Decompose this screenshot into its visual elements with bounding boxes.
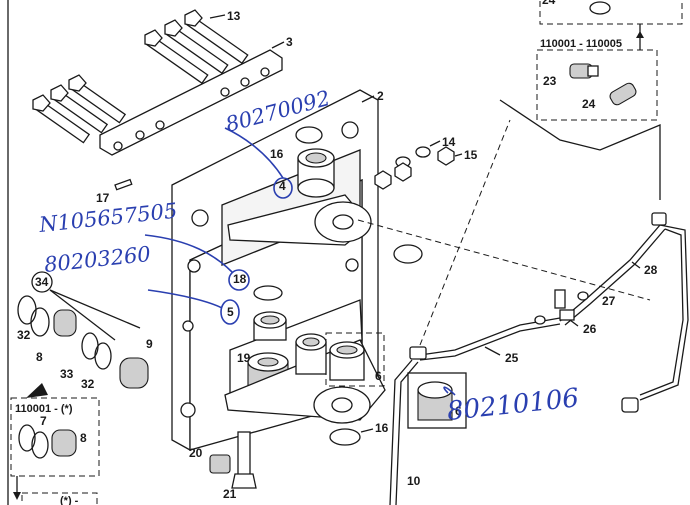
lower-yoke: [224, 333, 386, 424]
callout-8-inset: 8: [80, 431, 87, 445]
callout-20: 20: [189, 446, 203, 460]
callout-13: 13: [227, 9, 241, 23]
range-label-bottom-left: (*) -: [60, 495, 79, 505]
bushing-group-box: [325, 332, 385, 387]
o-ring-bottom: [329, 428, 361, 446]
callout-19: 19: [237, 351, 251, 365]
callout-26: 26: [583, 322, 597, 336]
callout-21: 21: [223, 487, 237, 501]
lower-bolts: [32, 74, 127, 144]
left-inset-box: [10, 397, 100, 477]
callout-34: 34: [35, 275, 49, 289]
pipe-10: [389, 359, 413, 505]
hydraulic-lines: [357, 119, 689, 413]
washers-and-nuts: [374, 146, 455, 190]
callout-2: 2: [377, 89, 384, 103]
callout-28: 28: [644, 263, 658, 277]
lower-bolt-21: [209, 431, 257, 489]
pin-17-shape: [114, 178, 133, 191]
callout-25: 25: [505, 351, 519, 365]
range-label-left-inset: 110001 - (*): [15, 403, 73, 415]
callout-27: 27: [602, 294, 616, 308]
callout-8: 8: [36, 350, 43, 364]
upper-bolts: [144, 9, 249, 85]
callout-16: 16: [270, 147, 284, 161]
callout-7: 7: [40, 414, 47, 428]
bushing-5-shape: [253, 311, 287, 341]
handwritten-marks: [144, 127, 456, 396]
callout-24-top: 24: [542, 0, 556, 7]
seal-kit: [17, 295, 149, 389]
callout-33: 33: [60, 367, 74, 381]
upper-pin-assembly: [227, 126, 372, 246]
bar-plate: [99, 49, 283, 156]
callout-32-second: 32: [81, 377, 95, 391]
seal-18-shape: [253, 285, 283, 301]
callout-14: 14: [442, 135, 456, 149]
inset-pointer: [26, 383, 48, 398]
callout-6: 6: [375, 369, 382, 383]
callout-5: 5: [227, 305, 234, 319]
callout-15: 15: [464, 148, 478, 162]
callout-32: 32: [17, 328, 31, 342]
callout-24: 24: [582, 97, 596, 111]
callout-17: 17: [96, 191, 110, 205]
bushing-6-alt: [417, 381, 453, 421]
callout-16-bottom: 16: [375, 421, 389, 435]
callout-23: 23: [543, 74, 557, 88]
left-inset-seals: [18, 424, 77, 459]
callout-3: 3: [286, 35, 293, 49]
bottom-left-box: [21, 492, 98, 505]
callout-circle-34: [31, 271, 53, 293]
callout-6-alt: 6: [455, 404, 462, 418]
callout-10: 10: [407, 474, 421, 488]
callout-9: 9: [146, 337, 153, 351]
callout-4: 4: [279, 179, 286, 193]
callout-18: 18: [233, 272, 247, 286]
range-label-top-right: 110001 - 110005: [540, 38, 622, 50]
handwritten-note-5: 80203260: [43, 242, 152, 277]
o-ring-right: [393, 244, 423, 264]
top-right-inset: [499, 0, 683, 200]
